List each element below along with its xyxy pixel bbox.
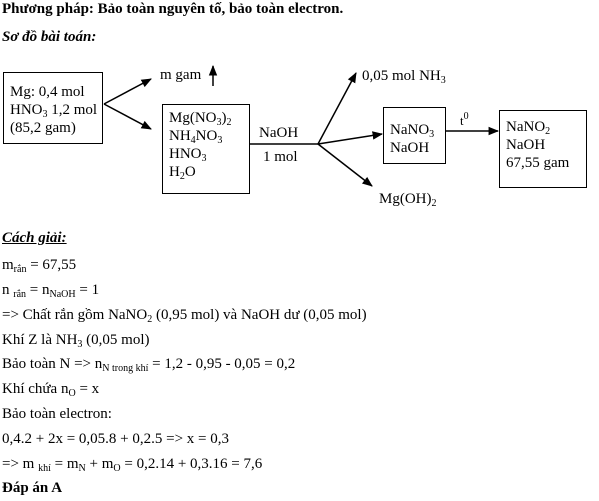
step-solid-composition: => Chất rắn gồm NaNO2 (0,95 mol) và NaOH… [2,307,367,325]
reactants-box: Mg: 0,4 mol HNO3 1,2 mol (85,2 gam) [3,72,103,144]
reactant-mass: (85,2 gam) [10,120,76,136]
arrow-to-precipitate [317,143,373,187]
solution-h2o: H2O [169,164,196,182]
arrow-to-solution [103,103,152,130]
step-gas-mass: => m khí = mN + mO = 0,2.14 + 0,3.16 = 7… [2,456,263,474]
arrow-to-filtrate [317,131,384,145]
solution-nh4no3: NH4NO3 [169,128,223,146]
solid-naoh: NaOH [506,137,546,153]
solution-heading: Cách giải: [2,230,67,246]
solid-box: NaNO2 NaOH 67,55 gam [499,110,587,188]
filtrate-nano3: NaNO3 [390,122,435,140]
filtrate-naoh: NaOH [390,140,430,156]
step-nitrogen-balance: Bảo toàn N => nN trong khí = 1,2 - 0,95 … [2,356,296,374]
gas-mass-label: m gam [160,67,202,83]
solution-mgno32: Mg(NO3)2 [169,110,232,128]
precipitate-label: Mg(OH)2 [379,191,437,209]
step-solid-moles: n rắn = nNaOH = 1 [2,282,100,300]
reagent-amount: 1 mol [263,149,298,165]
answer: Đáp án A [2,480,63,496]
solution-box: Mg(NO3)2 NH4NO3 HNO3 H2O [162,104,250,194]
solid-mass: 67,55 gam [506,155,570,171]
step-gas-oxygen: Khí chứa nO = x [2,381,100,399]
method-line: Phương pháp: Bảo toàn nguyên tố, bảo toà… [2,1,344,17]
solid-nano2: NaNO2 [506,119,551,137]
step-electron-heading: Bảo toàn electron: [2,406,112,422]
arrow-to-ammonia [317,72,357,145]
reactant-mg: Mg: 0,4 mol [10,84,85,100]
reagent-name: NaOH [259,125,299,141]
ammonia-label: 0,05 mol NH3 [362,68,446,86]
diagram-heading: Sơ đồ bài toán: [2,29,97,45]
step-electron-equation: 0,4.2 + 2x = 0,05.8 + 0,2.5 => x = 0,3 [2,431,230,447]
heat-label: t0 [460,111,469,128]
filtrate-box: NaNO3 NaOH [383,107,446,164]
reactant-hno3: HNO3 1,2 mol [10,102,98,120]
step-solid-mass: mrắn = 67,55 [2,257,77,275]
arrow-to-gas [103,78,152,105]
solution-hno3: HNO3 [169,146,207,164]
step-gas-z: Khí Z là NH3 (0,05 mol) [2,332,150,350]
